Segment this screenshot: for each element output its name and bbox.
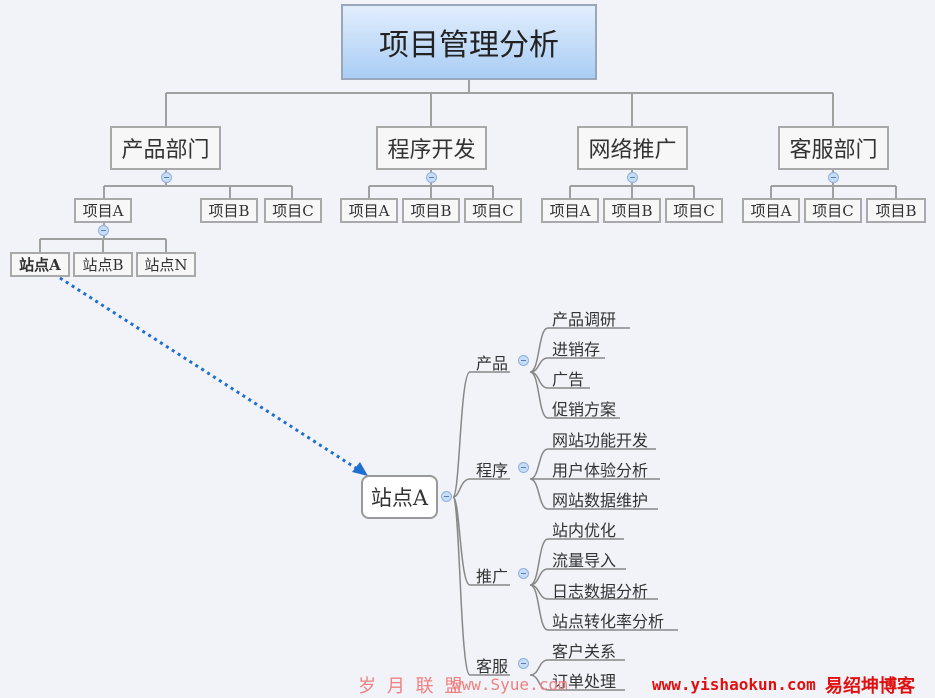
site-node-b[interactable]: 站点B: [73, 252, 133, 277]
dept-service[interactable]: 客服部门: [778, 126, 889, 170]
leaf[interactable]: 广告: [552, 370, 585, 389]
collapse-icon[interactable]: [426, 172, 437, 183]
collapse-icon[interactable]: [518, 568, 529, 579]
project-node[interactable]: 项目C: [804, 198, 862, 223]
leaf[interactable]: 流量导入: [552, 551, 617, 570]
collapse-icon[interactable]: [518, 462, 529, 473]
project-node[interactable]: 项目B: [402, 198, 460, 223]
project-node[interactable]: 项目A: [74, 198, 132, 223]
link-arrow: [59, 276, 363, 474]
project-node[interactable]: 项目B: [200, 198, 258, 223]
collapse-icon[interactable]: [161, 172, 172, 183]
leaf[interactable]: 用户体验分析: [552, 461, 649, 480]
leaf[interactable]: 订单处理: [552, 672, 617, 691]
site-node-n[interactable]: 站点N: [136, 252, 196, 277]
collapse-icon[interactable]: [828, 172, 839, 183]
leaf[interactable]: 日志数据分析: [552, 582, 649, 601]
leaf[interactable]: 站内优化: [552, 521, 617, 540]
branch-service[interactable]: 客服: [476, 657, 509, 676]
leaf[interactable]: 网站数据维护: [552, 491, 649, 510]
leaf[interactable]: 站点转化率分析: [552, 612, 665, 631]
leaf[interactable]: 客户关系: [552, 642, 617, 661]
watermark-left-name: 岁 月 联 盟: [358, 676, 463, 697]
collapse-icon[interactable]: [518, 355, 529, 366]
mindmap-center[interactable]: 站点A: [361, 475, 438, 519]
project-node[interactable]: 项目A: [742, 198, 800, 223]
root-topic[interactable]: 项目管理分析: [341, 4, 597, 80]
project-node[interactable]: 项目C: [264, 198, 322, 223]
branch-program[interactable]: 程序: [476, 461, 509, 480]
project-node[interactable]: 项目A: [541, 198, 599, 223]
watermark-right-url: www.yishaokun.com: [652, 675, 816, 694]
collapse-icon[interactable]: [441, 491, 452, 502]
dept-program[interactable]: 程序开发: [376, 126, 487, 170]
watermark-left-url: www.Syue.com: [452, 675, 568, 694]
leaf[interactable]: 促销方案: [552, 400, 617, 419]
leaf[interactable]: 产品调研: [552, 310, 617, 329]
project-node[interactable]: 项目B: [603, 198, 661, 223]
collapse-icon[interactable]: [98, 225, 109, 236]
dept-network[interactable]: 网络推广: [577, 126, 688, 170]
project-node[interactable]: 项目C: [665, 198, 723, 223]
leaf[interactable]: 网站功能开发: [552, 431, 649, 450]
collapse-icon[interactable]: [627, 172, 638, 183]
watermark-right-name: 易绍坤博客: [825, 676, 915, 697]
leaf[interactable]: 进销存: [552, 340, 601, 359]
project-node[interactable]: 项目C: [464, 198, 522, 223]
branch-promotion[interactable]: 推广: [476, 567, 509, 586]
project-node[interactable]: 项目A: [340, 198, 398, 223]
dept-product[interactable]: 产品部门: [110, 126, 221, 170]
collapse-icon[interactable]: [518, 658, 529, 669]
project-node[interactable]: 项目B: [866, 198, 926, 223]
site-node-a[interactable]: 站点A: [10, 252, 70, 277]
branch-product[interactable]: 产品: [476, 354, 509, 373]
